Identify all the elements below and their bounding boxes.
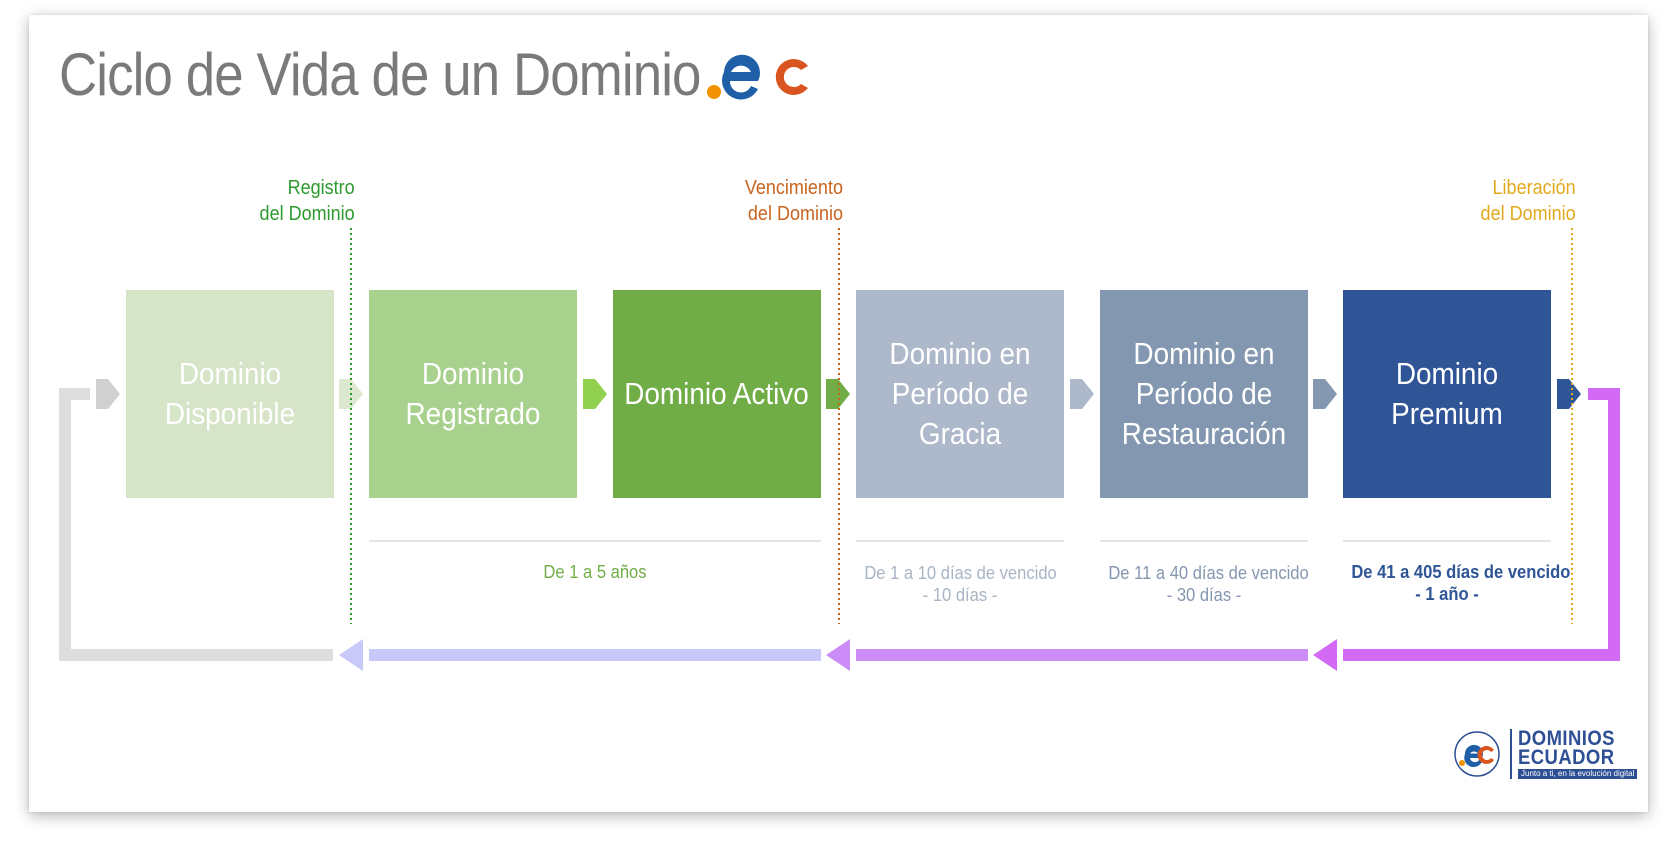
forward-arrow-0 <box>96 379 120 409</box>
stage-registrado: Dominio Registrado <box>369 290 577 498</box>
return-path-registered <box>369 649 821 661</box>
ec-badge-icon <box>1454 731 1500 777</box>
stage-activo: Dominio Activo <box>613 290 821 498</box>
stage-periodo-restauracion-label: Dominio en Período de Restauración <box>1121 336 1287 451</box>
milestone-liberacion-line1: Liberación <box>1492 177 1576 199</box>
brand-name-line2: ECUADOR <box>1518 746 1615 769</box>
forward-arrow-6 <box>1557 379 1581 409</box>
milestone-vencimiento: Vencimiento del Dominio <box>745 175 843 227</box>
period-restauracion: De 11 a 40 días de vencido - 30 días - <box>1108 562 1309 606</box>
return-path-available <box>59 388 333 661</box>
period-premium-line2: - 1 año - <box>1415 584 1479 604</box>
brand-block: DOMINIOS ECUADOR Junto a ti, en la evolu… <box>1452 727 1638 781</box>
stage-disponible: Dominio Disponible <box>126 290 334 498</box>
stage-premium-label: Dominio Premium <box>1391 356 1503 431</box>
ec-logo-icon <box>707 54 808 100</box>
period-gracia-line2: - 10 días - <box>922 585 998 605</box>
brand-name-line1: DOMINIOS <box>1518 727 1615 750</box>
stage-periodo-gracia: Dominio en Período de Gracia <box>856 290 1064 498</box>
return-arrow-premium <box>1313 639 1337 671</box>
period-gracia: De 1 a 10 días de vencido - 10 días - <box>864 562 1057 606</box>
brand-name: DOMINIOS ECUADOR Junto a ti, en la evolu… <box>1518 727 1638 779</box>
stage-registrado-label: Dominio Registrado <box>405 356 541 431</box>
period-premium-line1: De 41 a 405 días de vencido <box>1351 562 1571 582</box>
return-path-premium <box>1343 388 1620 661</box>
brand-tagline: Junto a ti, en la evolución digital <box>1518 769 1638 779</box>
milestone-registro-line2: del Dominio <box>259 203 355 225</box>
milestone-liberacion: Liberación del Dominio <box>1481 175 1576 227</box>
forward-arrow-2 <box>583 379 607 409</box>
stage-disponible-label: Dominio Disponible <box>164 356 296 431</box>
milestone-registro: Registro del Dominio <box>260 175 355 227</box>
stage-periodo-gracia-label: Dominio en Período de Gracia <box>889 336 1031 451</box>
milestone-vencimiento-line2: del Dominio <box>747 203 843 225</box>
period-gracia-line1: De 1 a 10 días de vencido <box>864 563 1057 583</box>
stage-periodo-restauracion: Dominio en Período de Restauración <box>1100 290 1308 498</box>
forward-arrow-5 <box>1313 379 1337 409</box>
milestone-liberacion-line2: del Dominio <box>1480 203 1576 225</box>
period-restauracion-line1: De 11 a 40 días de vencido <box>1108 563 1309 583</box>
return-arrow-registered <box>339 639 363 671</box>
return-arrow-expired <box>826 639 850 671</box>
period-registro-activo-line1: De 1 a 5 años <box>543 562 647 582</box>
forward-arrow-4 <box>1070 379 1094 409</box>
milestone-vencimiento-line1: Vencimiento <box>744 177 843 199</box>
period-restauracion-line2: - 30 días - <box>1166 585 1242 605</box>
period-premium: De 41 a 405 días de vencido - 1 año - <box>1351 561 1571 605</box>
page-title: Ciclo de Vida de un Dominio <box>59 41 701 108</box>
brand-separator <box>1510 729 1512 779</box>
milestone-registro-line1: Registro <box>287 177 355 199</box>
stage-premium: Dominio Premium <box>1343 290 1551 498</box>
return-path-expired <box>856 649 1308 661</box>
stage-activo-label: Dominio Activo <box>624 376 810 411</box>
period-registro-activo: De 1 a 5 años <box>387 561 803 583</box>
